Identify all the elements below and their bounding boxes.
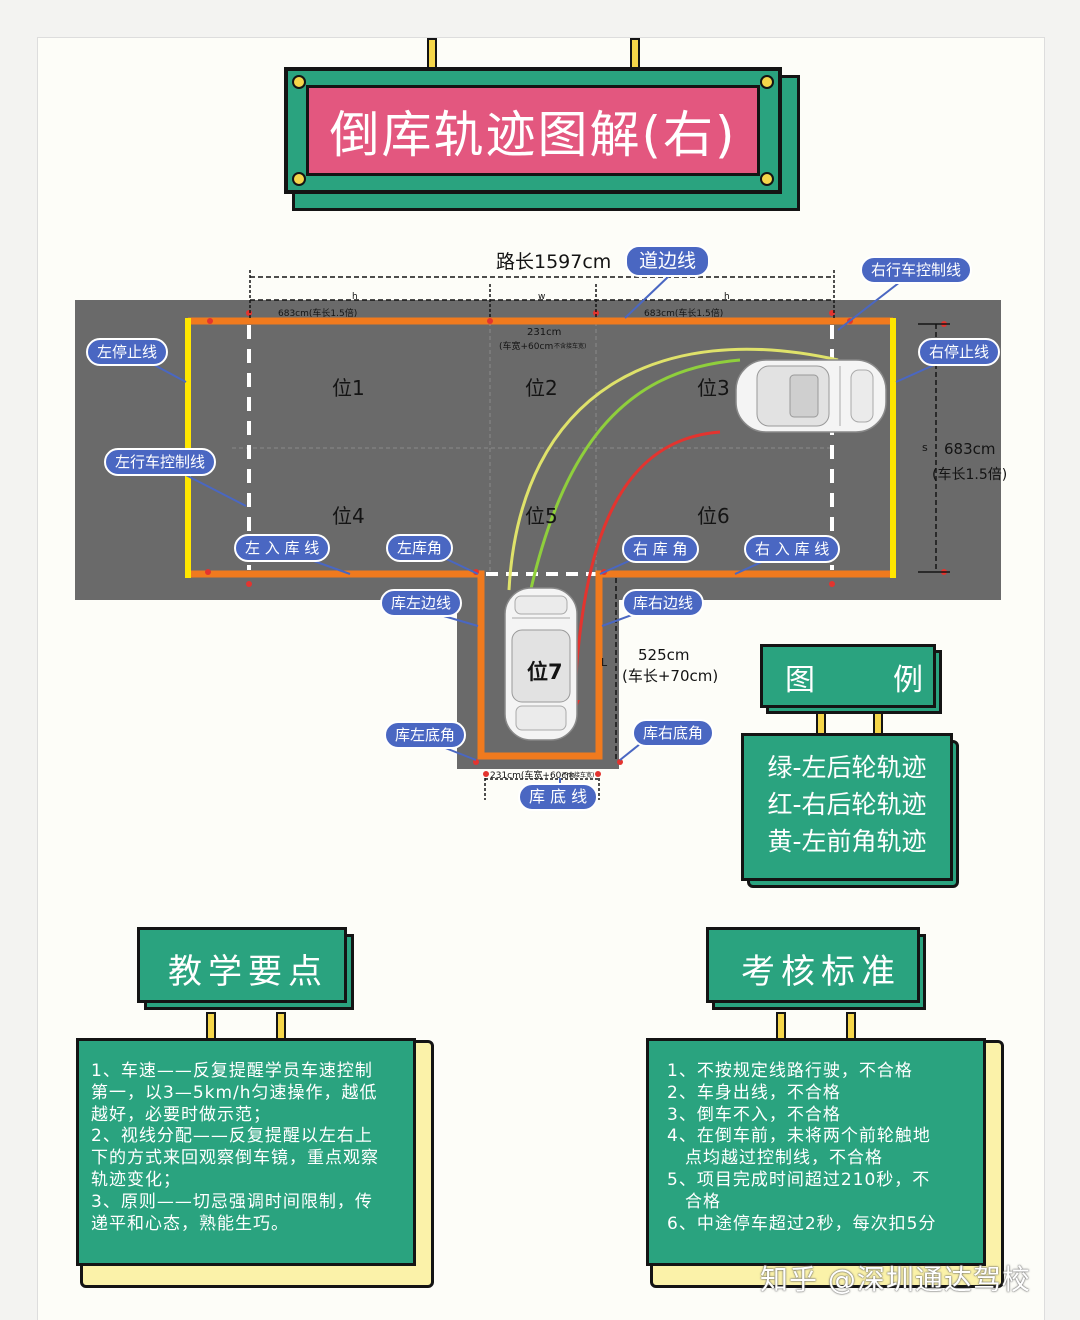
tag-garage-left-edge: 库左边线 [380, 589, 463, 617]
car-garage [504, 587, 578, 741]
tag-garage-left-bottom: 库左底角 [384, 721, 467, 749]
tag-right-entry: 右 入 库 线 [744, 535, 841, 563]
legend-red: 红-右后轮轨迹 [767, 790, 927, 819]
page-title: 倒库轨迹图解(右) [306, 85, 760, 176]
teaching-pole-right [276, 1012, 286, 1040]
car-top-right [735, 359, 887, 433]
teaching-board: 教学要点 [137, 927, 347, 1003]
slot-7-label: 位7 [527, 660, 563, 684]
tag-left-entry: 左 入 库 线 [234, 534, 331, 562]
bolt [292, 75, 306, 89]
slot-2-label: 位2 [525, 376, 558, 400]
teaching-line: 3、原则——切忌强调时间限制，传 [91, 1191, 373, 1212]
tag-garage-right-bottom: 库右底角 [632, 719, 715, 747]
assessment-line: 合格 [667, 1191, 721, 1212]
teaching-line: 轨迹变化； [91, 1169, 181, 1190]
assessment-title: 考核标准 [741, 952, 901, 992]
garage-depth-sub: (车长+70cm) [622, 667, 719, 685]
assessment-board: 考核标准 [706, 927, 920, 1003]
tag-left-corner: 左库角 [386, 534, 454, 562]
assessment-pole-left [776, 1012, 786, 1040]
width-sub-tiny: 不含接车宽) [554, 343, 587, 350]
assessment-line: 1、不按规定线路行驶，不合格 [667, 1061, 913, 1081]
parking-diagram [75, 270, 1001, 800]
tag-road-edge: 道边线 [625, 245, 711, 277]
road-length-label: 路长1597cm [496, 251, 612, 273]
teaching-line: 递平和心态，熟能生巧。 [91, 1213, 289, 1234]
tag-garage-bottom: 库 底 线 [518, 783, 599, 811]
bolt [292, 172, 306, 186]
assessment-line: 4、在倒车前，未将两个前轮触地 [667, 1126, 931, 1147]
right-width-label: 683cm [944, 440, 996, 458]
title-board: 倒库轨迹图解(右) [284, 67, 782, 194]
red-track [572, 430, 721, 713]
tag-right-stop: 右停止线 [918, 338, 1001, 366]
teaching-card: 1、车速——反复提醒学员车速控制 第一，以3—5km/h匀速操作，越低 越好，必… [76, 1038, 416, 1266]
bolt [760, 172, 774, 186]
assessment-pole-right [846, 1012, 856, 1040]
h-mark-right: h [724, 292, 730, 302]
assessment-line: 3、倒车不入，不合格 [667, 1104, 841, 1125]
l-mark: L [601, 656, 608, 669]
tag-right-control: 右行车控制线 [860, 256, 973, 284]
road-surface [75, 300, 1001, 600]
assessment-line: 点均越过控制线，不合格 [667, 1148, 883, 1169]
teaching-title: 教学要点 [168, 952, 328, 992]
tag-left-control: 左行车控制线 [104, 448, 217, 476]
width-label: 231cm [527, 327, 562, 338]
yellow-track [507, 347, 839, 591]
teaching-line: 越好，必要时做示范； [91, 1104, 271, 1125]
slot-1-label: 位1 [332, 376, 365, 400]
assessment-line: 5、项目完成时间超过210秒，不 [667, 1169, 931, 1190]
garage-depth-label: 525cm [638, 646, 690, 664]
w-mark: w [538, 292, 546, 302]
segment-right-label: 683cm(车长1.5倍) [644, 309, 724, 319]
legend-board: 图 例 [760, 644, 936, 708]
teaching-line: 2、视线分配——反复提醒以左右上 [91, 1126, 373, 1147]
legend-title: 图 例 [785, 663, 929, 698]
assessment-line: 2、车身出线，不合格 [667, 1082, 841, 1103]
tag-left-stop: 左停止线 [86, 338, 169, 366]
teaching-line: 第一，以3—5km/h匀速操作，越低 [91, 1082, 378, 1103]
h-mark-left: h [352, 292, 358, 302]
tag-garage-right-edge: 库右边线 [622, 589, 705, 617]
bolt [760, 75, 774, 89]
garage-outline [188, 570, 893, 760]
tag-right-corner: 右 库 角 [622, 535, 699, 563]
bottom-width-tiny: 不含接车宽) [562, 772, 595, 779]
slot-3-label: 位3 [697, 376, 730, 400]
assessment-line: 6、中途停车超过2秒，每次扣5分 [667, 1213, 937, 1234]
assessment-card: 1、不按规定线路行驶，不合格 2、车身出线，不合格 3、倒车不入，不合格 4、在… [646, 1038, 986, 1266]
bottom-width-label: 231cm(车宽+60cm [490, 771, 576, 781]
teaching-pole-left [206, 1012, 216, 1040]
legend-card: 绿-左后轮轨迹 红-右后轮轨迹 黄-左前角轨迹 [741, 733, 953, 881]
slot-5-label: 位5 [525, 504, 558, 528]
slot-4-label: 位4 [332, 504, 365, 528]
watermark: 知乎 @深圳通达驾校 [760, 1263, 1031, 1296]
segment-left-label: 683cm(车长1.5倍) [278, 309, 358, 319]
right-width-sub: (车长1.5倍) [932, 467, 1008, 483]
slot-6-label: 位6 [697, 504, 730, 528]
legend-yellow: 黄-左前角轨迹 [767, 827, 927, 856]
legend-green: 绿-左后轮轨迹 [767, 753, 927, 782]
teaching-line: 1、车速——反复提醒学员车速控制 [91, 1061, 373, 1081]
s-mark: s [922, 441, 928, 454]
width-sub-label: (车宽+60cm [499, 342, 554, 352]
teaching-line: 下的方式来回观察倒车镜，重点观察 [91, 1148, 379, 1169]
